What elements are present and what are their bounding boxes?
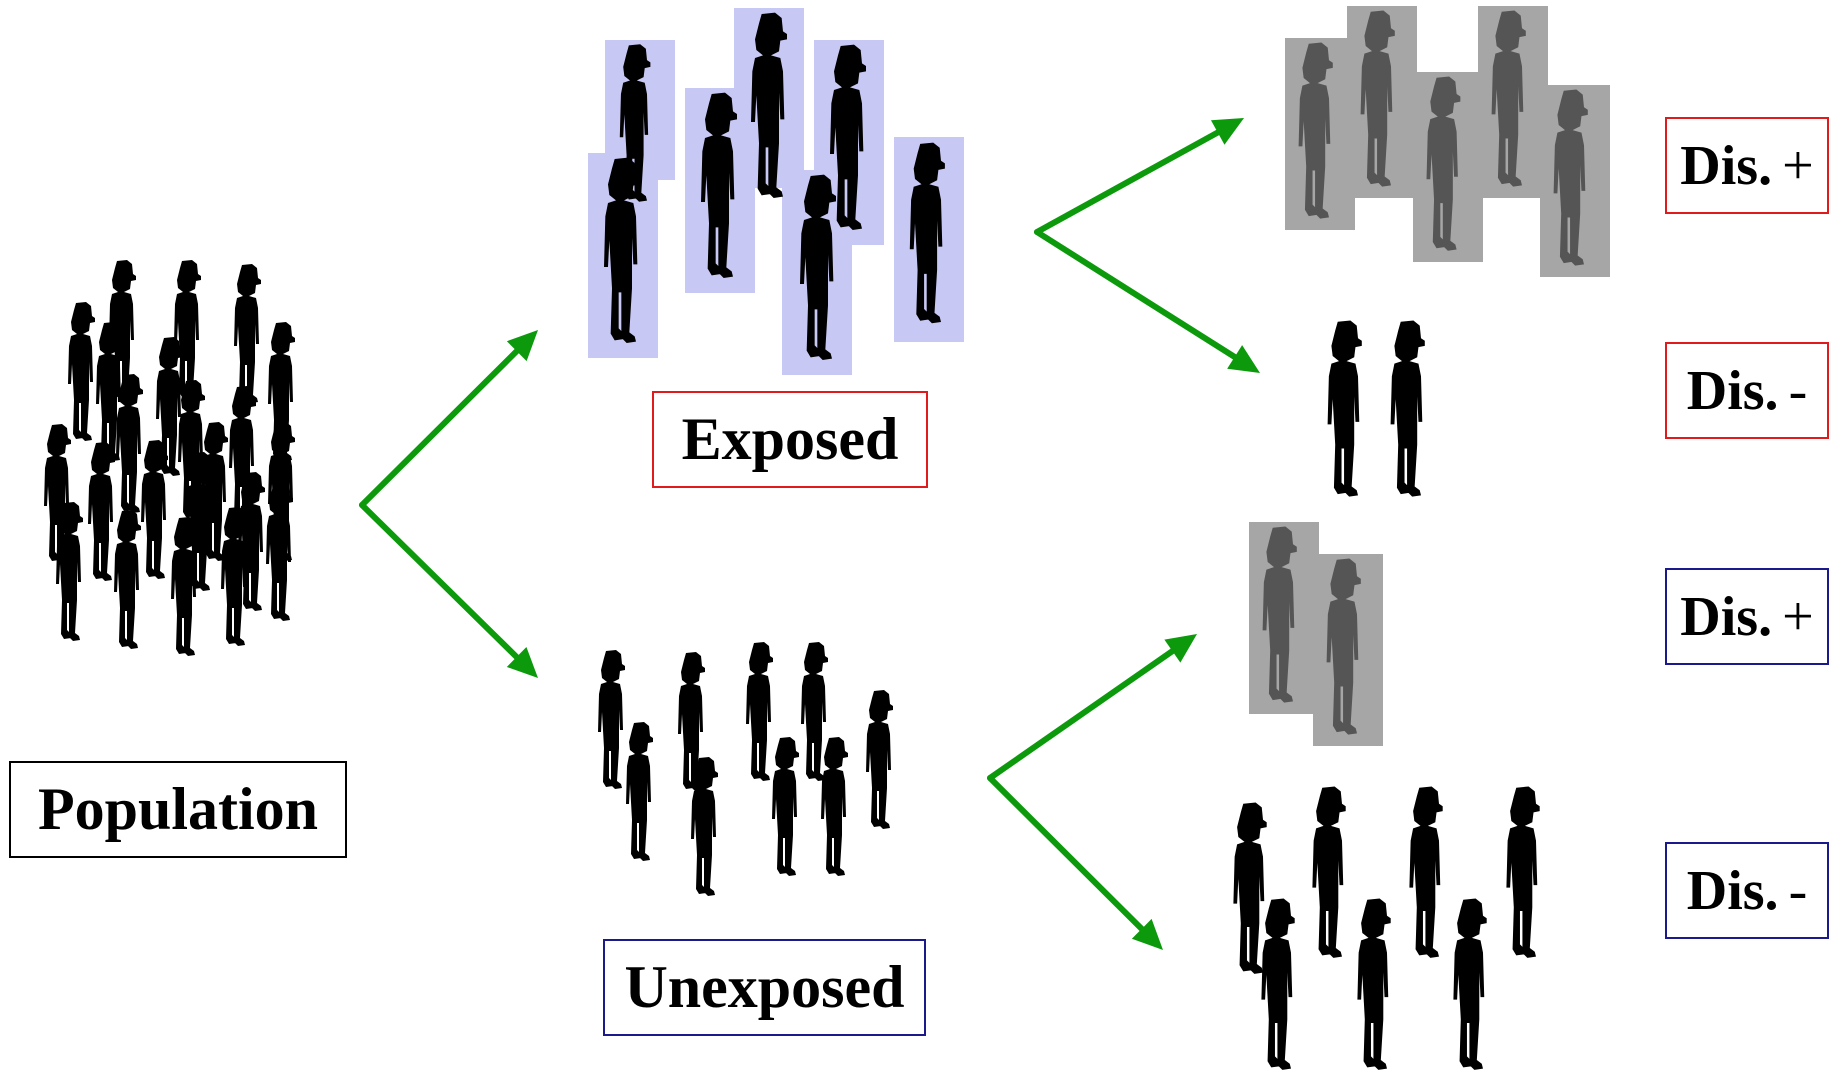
person-silhouette-icon bbox=[114, 510, 141, 649]
person-silhouette-icon bbox=[68, 302, 95, 441]
population-label: Population bbox=[9, 761, 347, 858]
outcome-sign: + bbox=[1782, 134, 1814, 197]
branch-arrow bbox=[359, 330, 538, 508]
unexposed-person-icon bbox=[801, 642, 828, 781]
outcome-label-text: Dis. bbox=[1686, 859, 1779, 922]
unexposed-person-icon bbox=[598, 650, 625, 789]
branch-arrow bbox=[987, 634, 1197, 781]
healthy-person-icon bbox=[1409, 786, 1443, 958]
outcome-exposed-diseased-label: Dis.+ bbox=[1665, 117, 1829, 214]
unexposed-person-icon bbox=[626, 722, 653, 861]
healthy-person-icon bbox=[1357, 898, 1391, 1070]
outcome-label-text: Dis. bbox=[1686, 359, 1779, 422]
outcome-sign: - bbox=[1788, 859, 1808, 922]
outcome-label-text: Dis. bbox=[1680, 134, 1773, 197]
healthy-person-icon bbox=[1312, 786, 1346, 958]
outcome-label-text: Dis. bbox=[1680, 585, 1773, 648]
arrow-layer bbox=[359, 118, 1260, 950]
outcome-sign: - bbox=[1788, 359, 1808, 422]
person-silhouette-icon bbox=[56, 502, 83, 641]
unexposed-person-icon bbox=[746, 642, 773, 781]
person-silhouette-icon bbox=[234, 264, 261, 403]
unexposed-person-icon bbox=[821, 737, 848, 876]
exposed-label-text: Exposed bbox=[681, 406, 899, 472]
healthy-person-icon bbox=[1506, 786, 1540, 958]
healthy-person-icon bbox=[1261, 898, 1295, 1070]
unexposed-label-text: Unexposed bbox=[624, 954, 905, 1020]
healthy-person-icon bbox=[1233, 802, 1267, 974]
branch-arrow bbox=[359, 502, 538, 678]
healthy-person-icon bbox=[1390, 320, 1425, 497]
unexposed-person-icon bbox=[866, 690, 893, 829]
healthy-person-icon bbox=[1453, 898, 1487, 1070]
outcome-exposed-healthy-label: Dis.- bbox=[1665, 342, 1829, 439]
person-silhouette-icon bbox=[88, 442, 115, 581]
population-label-text: Population bbox=[37, 776, 319, 842]
outcome-unexposed-healthy-label: Dis.- bbox=[1665, 842, 1829, 939]
branch-arrow bbox=[1034, 229, 1260, 373]
highlight-layer bbox=[588, 6, 1610, 746]
branch-arrow bbox=[987, 775, 1163, 950]
unexposed-person-icon bbox=[691, 757, 718, 896]
unexposed-person-icon bbox=[772, 737, 799, 876]
unexposed-label: Unexposed bbox=[603, 939, 926, 1036]
branch-arrow bbox=[1034, 118, 1244, 235]
outcome-sign: + bbox=[1782, 585, 1814, 648]
exposed-label: Exposed bbox=[652, 391, 928, 488]
outcome-unexposed-diseased-label: Dis.+ bbox=[1665, 568, 1829, 665]
healthy-person-icon bbox=[1327, 320, 1362, 497]
